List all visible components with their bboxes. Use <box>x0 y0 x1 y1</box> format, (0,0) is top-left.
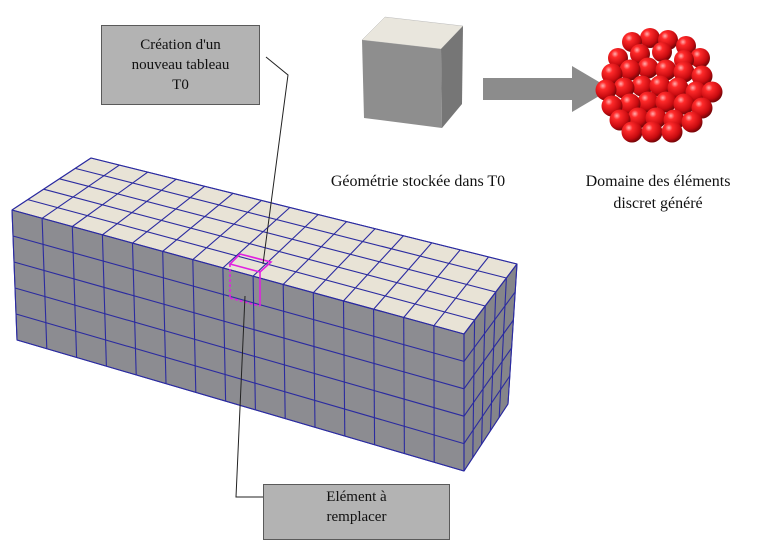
mesh-line-end <box>463 291 516 362</box>
mesh-line-top <box>222 207 291 269</box>
mesh-front-face <box>12 210 464 471</box>
sphere-particle <box>595 79 617 101</box>
mesh-line-top <box>312 228 376 294</box>
sphere-particle <box>619 59 641 81</box>
mesh-line-front <box>131 243 137 375</box>
mesh-line-front <box>15 313 465 445</box>
callout-new-table-line3: T0 <box>172 77 189 93</box>
caption-discrete-domain: Domaine des éléments discret généré <box>558 171 757 215</box>
mesh-line-end <box>498 277 507 418</box>
mesh-line-front <box>192 259 197 393</box>
mesh-line-top <box>192 199 262 261</box>
caption-geometry-stored: Géométrie stockée dans T0 <box>330 173 506 190</box>
sphere-particle <box>681 111 703 133</box>
sphere-particle <box>661 121 683 143</box>
sphere-particle <box>701 81 723 103</box>
mesh-line-end <box>463 319 514 390</box>
mesh-line-front <box>252 276 256 410</box>
sphere-particle <box>655 91 677 113</box>
mesh-line-front <box>373 309 376 445</box>
callout-new-table: Création d'un nouveau tableau T0 <box>101 25 260 105</box>
mesh-block <box>11 157 518 472</box>
mesh-line-end <box>489 291 497 431</box>
sphere-particle <box>691 65 713 87</box>
mesh-line-front <box>12 235 465 362</box>
mesh-line-top <box>27 199 475 321</box>
mesh-line-top <box>132 185 205 244</box>
mesh-line-top <box>75 167 507 279</box>
callout-element-to-replace: Elément à remplacer <box>263 484 450 540</box>
caption-domain-line2: discret généré <box>613 195 703 212</box>
mesh-line-front <box>403 317 405 454</box>
mesh-line-front <box>11 209 465 335</box>
sphere-particle <box>649 75 671 97</box>
mesh-line-top <box>343 235 404 302</box>
mesh-outline <box>11 157 518 472</box>
mesh-line-front <box>71 226 78 358</box>
mesh-line-top <box>71 171 149 227</box>
mesh-line-end <box>472 319 476 458</box>
sphere-particle <box>690 48 710 68</box>
mesh-line-end <box>481 305 486 445</box>
mesh-line-end <box>463 263 518 335</box>
sphere-particle <box>673 61 695 83</box>
mesh-line-front <box>14 287 465 417</box>
mesh-line-front <box>13 261 465 390</box>
mesh-line-top <box>433 256 490 327</box>
mesh-line-front <box>162 251 167 384</box>
callout-new-table-line2: nouveau tableau <box>131 57 230 73</box>
mesh-line-end <box>463 375 511 444</box>
mesh-line-front <box>312 292 316 428</box>
callout-new-table-line1: Création d'un <box>140 37 221 53</box>
sphere-particle <box>652 42 672 62</box>
sphere-particle <box>667 77 689 99</box>
mesh-line-top <box>59 178 496 293</box>
discrete-element-cluster <box>595 28 723 143</box>
sphere-particle <box>673 93 695 115</box>
arrow-icon <box>483 66 611 112</box>
caption-domain-line1: Domaine des éléments <box>585 173 731 190</box>
mesh-line-top <box>102 178 177 236</box>
sphere-particle <box>631 75 653 97</box>
mesh-line-top <box>282 221 347 285</box>
mesh-line-front <box>342 300 346 437</box>
sphere-particle <box>637 57 659 79</box>
mesh-line-front <box>41 218 48 349</box>
sphere-particle <box>640 28 660 48</box>
callout-element-line2: remplacer <box>326 509 387 525</box>
sphere-particle <box>601 63 623 85</box>
mesh-line-top <box>373 242 433 310</box>
mesh-line-top <box>252 214 319 277</box>
sphere-particle <box>641 121 663 143</box>
sphere-particle <box>637 91 659 113</box>
leader-line-top <box>262 56 289 265</box>
mesh-end-face <box>464 264 517 471</box>
mesh-line-front <box>101 234 107 367</box>
mesh-line-end <box>463 347 513 417</box>
callout-element-line1: Elément à <box>326 489 387 505</box>
sphere-particle <box>621 121 643 143</box>
mesh-line-top <box>43 188 486 307</box>
mesh-line-front <box>282 284 286 419</box>
sphere-particle <box>655 59 677 81</box>
mesh-line-top <box>403 249 461 318</box>
sphere-particle <box>613 77 635 99</box>
cube-geometry <box>361 16 464 128</box>
mesh-line-top <box>41 164 120 219</box>
mesh-line-front <box>222 267 227 402</box>
mesh-line-top <box>162 192 234 252</box>
leader-line-bottom <box>235 295 263 498</box>
